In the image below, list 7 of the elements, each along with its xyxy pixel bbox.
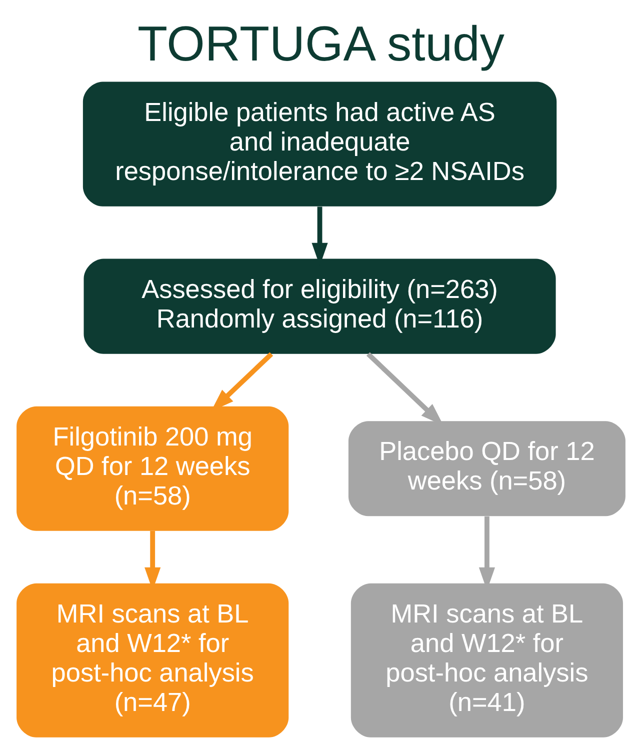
node-box: MRI scans at BL and W12* for post-hoc analysis (n=41) bbox=[350, 583, 622, 738]
node-box: Assessed for eligibility (n=263) Randomly assigned (n=116) bbox=[83, 258, 556, 354]
node-box: Eligible patients had active AS and inadequate response/intolerance to ≥2 NSAIDs bbox=[82, 82, 556, 206]
node-box: Placebo QD for 12 weeks (n=58) bbox=[348, 421, 625, 516]
node-box: Filgotinib 200 mg QD for 12 weeks (n=58) bbox=[16, 406, 288, 531]
node-box: MRI scans at BL and W12* for post-hoc analysis (n=47) bbox=[16, 583, 288, 738]
diagram-title: TORTUGA study bbox=[137, 16, 504, 72]
